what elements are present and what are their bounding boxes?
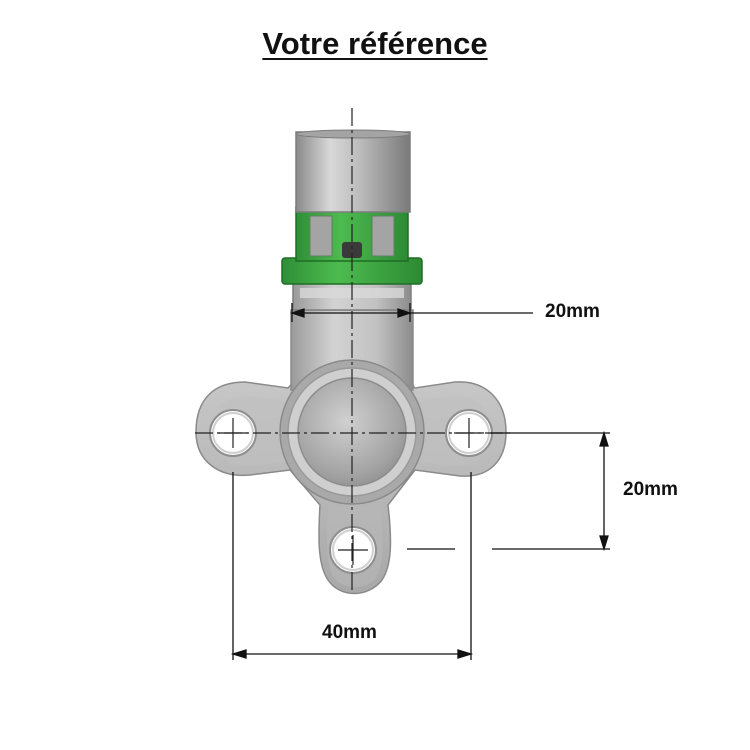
- page-title: Votre référence: [262, 26, 488, 61]
- dimension-pipe-diameter: [289, 303, 533, 322]
- dimension-vertical-spacing: [407, 430, 610, 552]
- hole-crosshairs: [218, 418, 484, 565]
- vertical-spacing-label: 20mm: [623, 479, 678, 500]
- pipe: [295, 129, 411, 213]
- pipe-diameter-label: 20mm: [545, 301, 600, 322]
- horizontal-spacing-label: 40mm: [322, 622, 377, 643]
- dimension-horizontal-spacing: [230, 472, 474, 660]
- centre-lines: [195, 108, 510, 590]
